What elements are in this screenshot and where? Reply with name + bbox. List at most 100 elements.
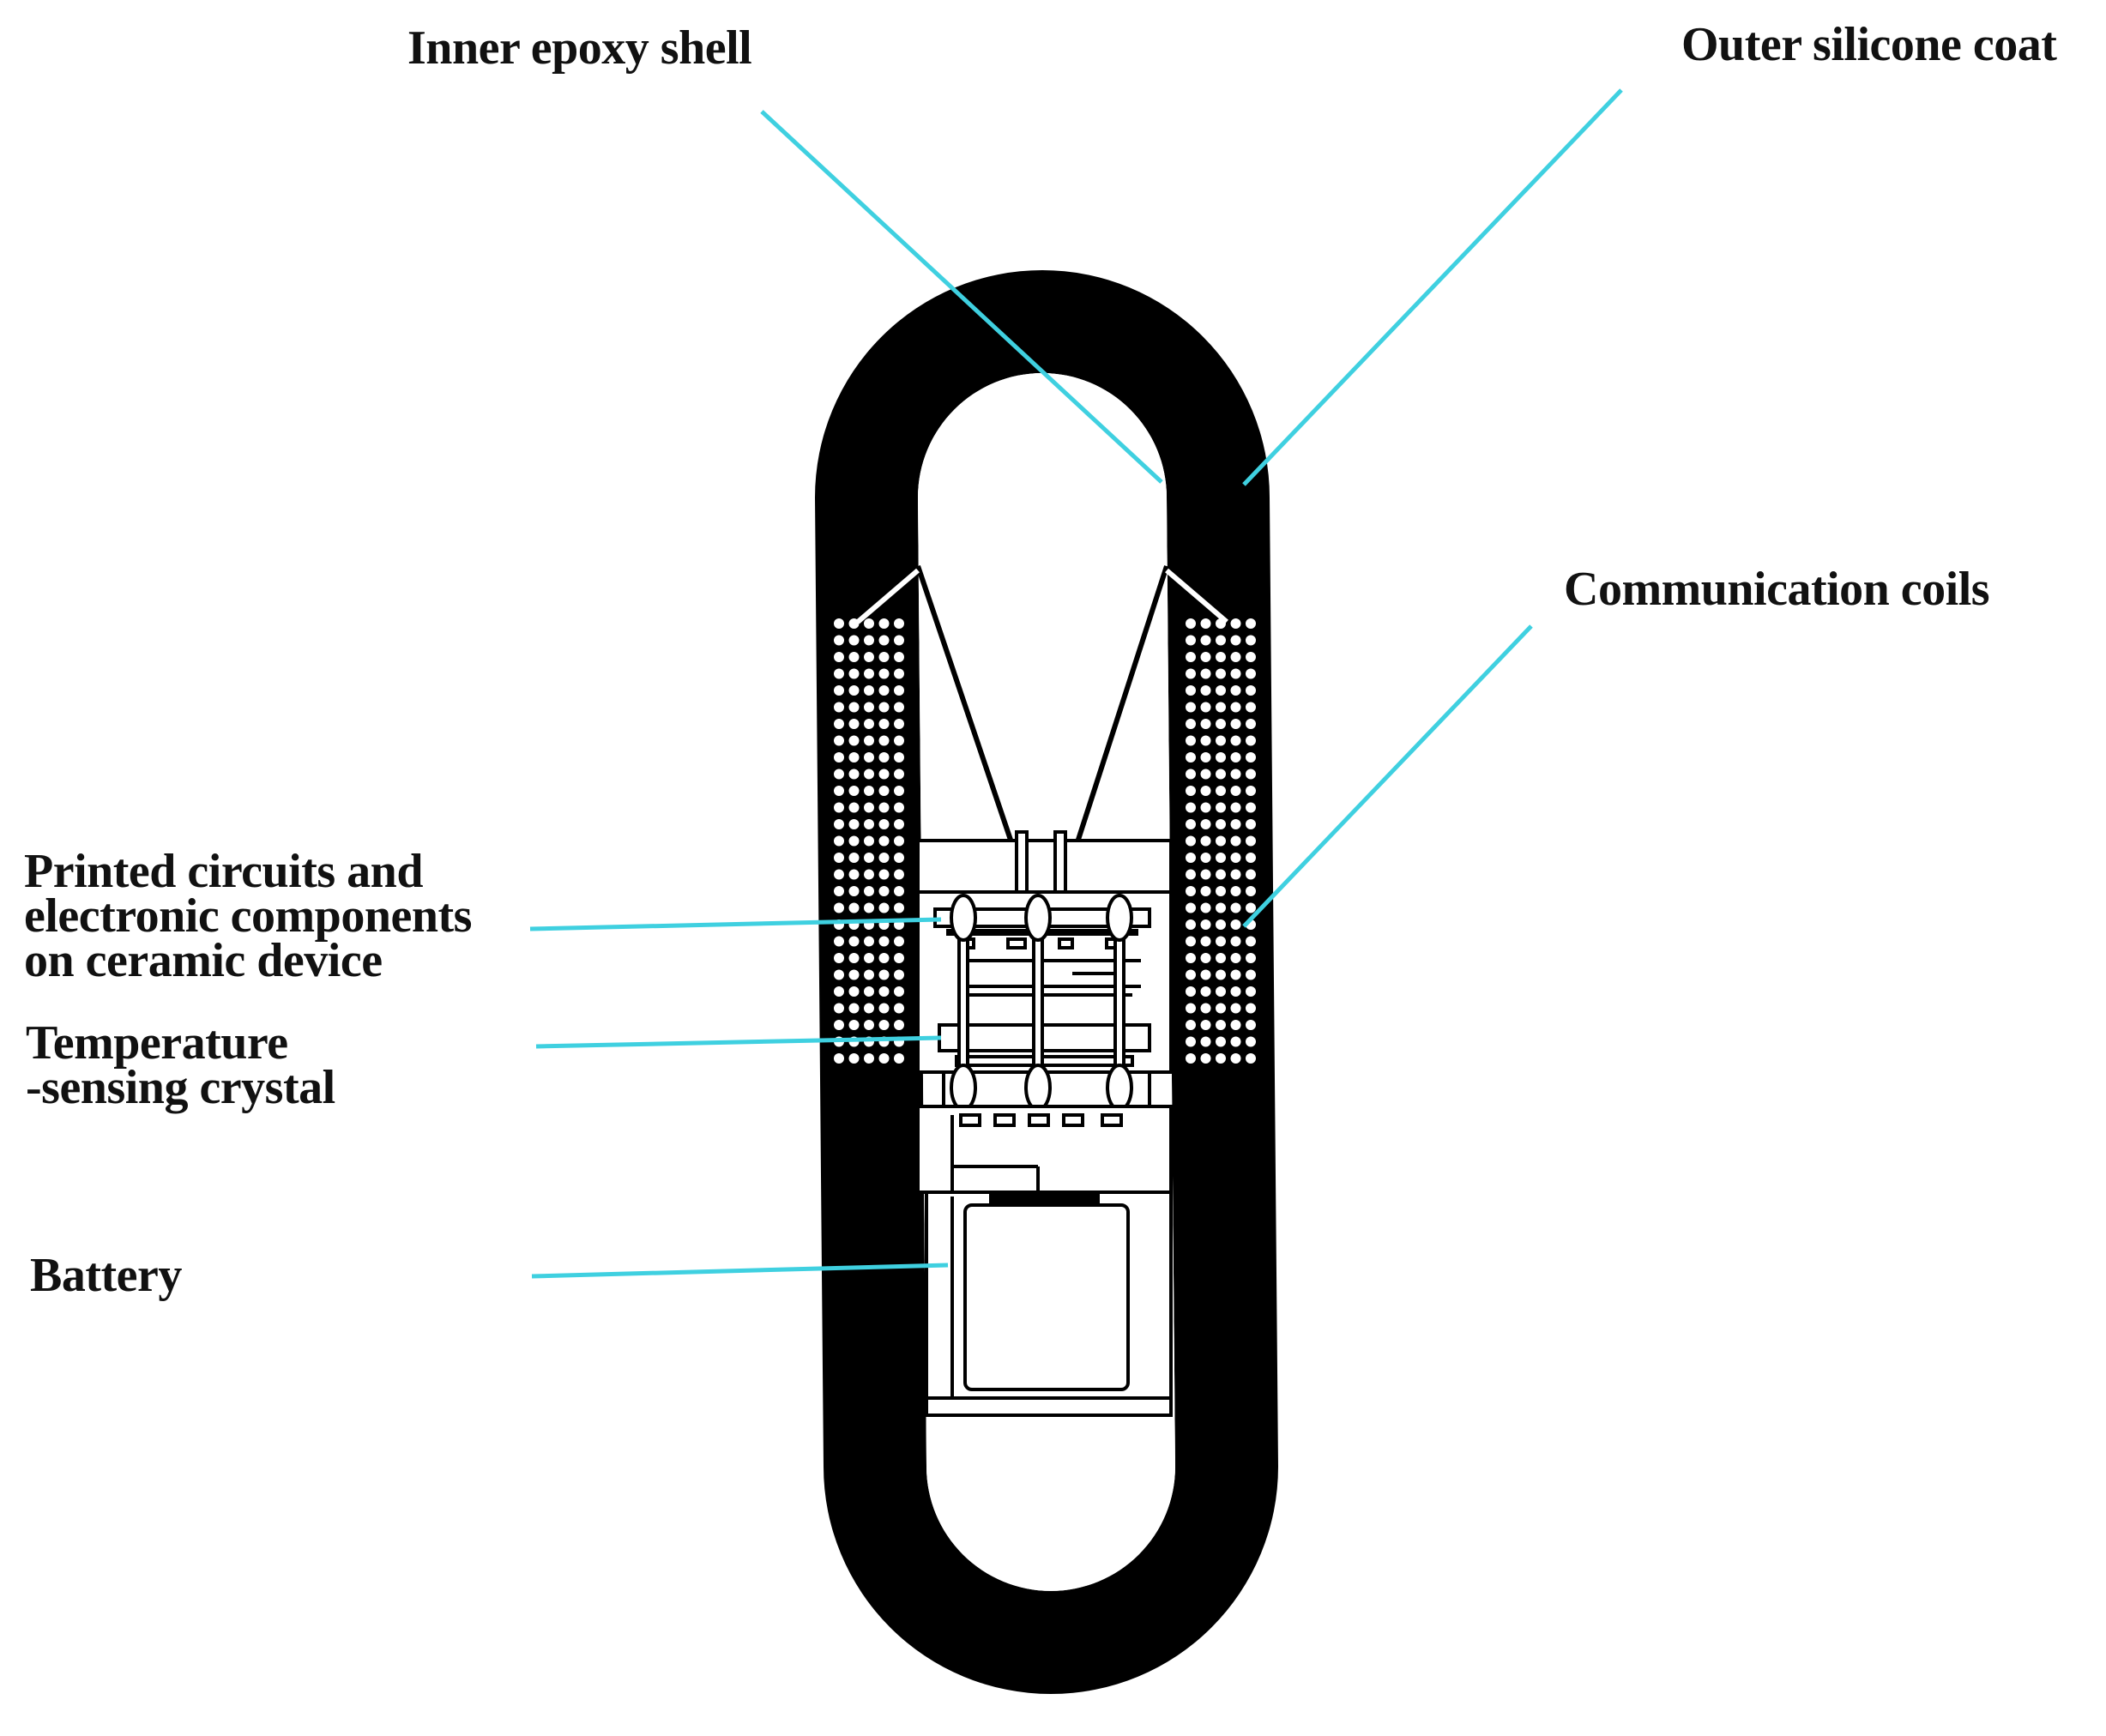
- coil-winding-dot: [878, 752, 890, 763]
- coil-winding-dot: [1216, 1020, 1226, 1030]
- coil-winding-dot: [1200, 953, 1211, 963]
- coil-winding-dot: [1216, 1053, 1226, 1064]
- coil-winding-dot: [1230, 869, 1241, 880]
- coil-winding-dot: [834, 802, 844, 813]
- coil-winding-dot: [1246, 769, 1256, 780]
- coil-winding-dot: [834, 869, 844, 880]
- label-printed-circuits: Printed circuits and electronic componen…: [24, 845, 472, 987]
- coil-winding-dot: [1200, 969, 1211, 980]
- coil-winding-dot: [834, 986, 844, 997]
- label-battery: Battery: [30, 1249, 182, 1302]
- coil-winding-dot: [864, 685, 874, 696]
- label-outer-silicone-coat: Outer silicone coat: [1681, 18, 2057, 71]
- coil-winding-dot: [848, 1003, 860, 1014]
- coil-winding-dot: [848, 652, 860, 662]
- coil-winding-dot: [894, 752, 904, 763]
- coil-winding-dot: [1230, 1053, 1241, 1064]
- coil-winding-dot: [878, 936, 890, 947]
- coil-winding-dot: [1246, 1053, 1256, 1064]
- coil-winding-dot: [864, 986, 874, 997]
- coil-winding-dot: [1200, 1053, 1211, 1064]
- coil-winding-dot: [1216, 986, 1226, 997]
- coil-winding-dot: [878, 668, 890, 679]
- coil-winding-dot: [848, 618, 860, 629]
- coil-winding-dot: [1246, 635, 1256, 646]
- coil-winding-dot: [1200, 769, 1211, 780]
- coil-winding-dot: [894, 769, 904, 780]
- coil-winding-dot: [1186, 919, 1196, 930]
- coil-winding-dot: [864, 819, 874, 829]
- coil-winding-dot: [894, 618, 904, 629]
- coil-winding-dot: [878, 786, 890, 796]
- coil-winding-dot: [1230, 853, 1241, 863]
- coil-winding-dot: [834, 752, 844, 763]
- coil-winding-dot: [1246, 685, 1256, 696]
- coil-winding-dot: [894, 986, 904, 997]
- coil-winding-dot: [878, 986, 890, 997]
- coil-winding-dot: [864, 735, 874, 746]
- coil-winding-dot: [1200, 635, 1211, 646]
- coil-winding-dot: [878, 1003, 890, 1014]
- coil-winding-dot: [1246, 902, 1256, 913]
- coil-winding-dot: [1186, 1003, 1196, 1014]
- coil-winding-dot: [894, 719, 904, 729]
- coil-winding-dot: [834, 819, 844, 829]
- label-inner-epoxy-shell: Inner epoxy shell: [407, 21, 752, 75]
- coil-winding-dot: [1186, 986, 1196, 997]
- coil-winding-dot: [834, 735, 844, 746]
- coil-winding-dot: [1216, 802, 1226, 813]
- coil-winding-dot: [1186, 702, 1196, 713]
- coil-winding-dot: [1200, 735, 1211, 746]
- coil-winding-dot: [1186, 853, 1196, 863]
- coil-winding-dot: [1200, 835, 1211, 847]
- coil-winding-dot: [1186, 819, 1196, 829]
- coil-winding-dot: [894, 652, 904, 662]
- coil-winding-dot: [1186, 1036, 1196, 1047]
- communication-coil-left: [834, 618, 904, 1064]
- coil-winding-dot: [834, 953, 844, 963]
- coil-winding-dot: [1230, 886, 1241, 896]
- coil-winding-dot: [848, 835, 860, 847]
- coil-winding-dot: [1186, 802, 1196, 813]
- coil-winding-dot: [1216, 719, 1226, 729]
- coil-winding-dot: [1186, 719, 1196, 729]
- coil-winding-dot: [848, 953, 860, 963]
- coil-winding-dot: [864, 1003, 874, 1014]
- coil-winding-dot: [878, 969, 890, 980]
- coil-winding-dot: [1200, 786, 1211, 796]
- antenna-wires: [856, 565, 1228, 846]
- coil-winding-dot: [1246, 786, 1256, 796]
- coil-winding-dot: [1246, 953, 1256, 963]
- coil-winding-dot: [1186, 786, 1196, 796]
- leader-inner-epoxy: [760, 110, 1163, 484]
- coil-winding-dot: [848, 853, 860, 863]
- coil-winding-dot: [1230, 635, 1241, 646]
- coil-winding-dot: [864, 769, 874, 780]
- coil-winding-dot: [1216, 668, 1226, 679]
- coil-winding-dot: [848, 969, 860, 980]
- coil-winding-dot: [1230, 652, 1241, 662]
- coil-winding-dot: [878, 769, 890, 780]
- coil-winding-dot: [878, 618, 890, 629]
- coil-winding-dot: [1186, 618, 1196, 629]
- coil-winding-dot: [894, 786, 904, 796]
- coil-winding-dot: [1246, 936, 1256, 947]
- coil-winding-dot: [864, 835, 874, 847]
- coil-winding-dot: [1230, 618, 1241, 629]
- coil-winding-dot: [1246, 752, 1256, 763]
- leader-printed-circuits: [529, 917, 942, 931]
- coil-winding-dot: [878, 853, 890, 863]
- coil-winding-dot: [878, 1020, 890, 1030]
- coil-winding-dot: [834, 886, 844, 896]
- coil-winding-dot: [878, 953, 890, 963]
- coil-winding-dot: [864, 969, 874, 980]
- coil-winding-dot: [1186, 769, 1196, 780]
- coil-winding-dot: [834, 652, 844, 662]
- coil-winding-dot: [1246, 1020, 1256, 1030]
- coil-winding-dot: [848, 936, 860, 947]
- coil-winding-dot: [848, 735, 860, 746]
- coil-winding-dot: [1230, 819, 1241, 829]
- coil-winding-dot: [1186, 735, 1196, 746]
- coil-winding-dot: [864, 702, 874, 713]
- coil-winding-dot: [878, 702, 890, 713]
